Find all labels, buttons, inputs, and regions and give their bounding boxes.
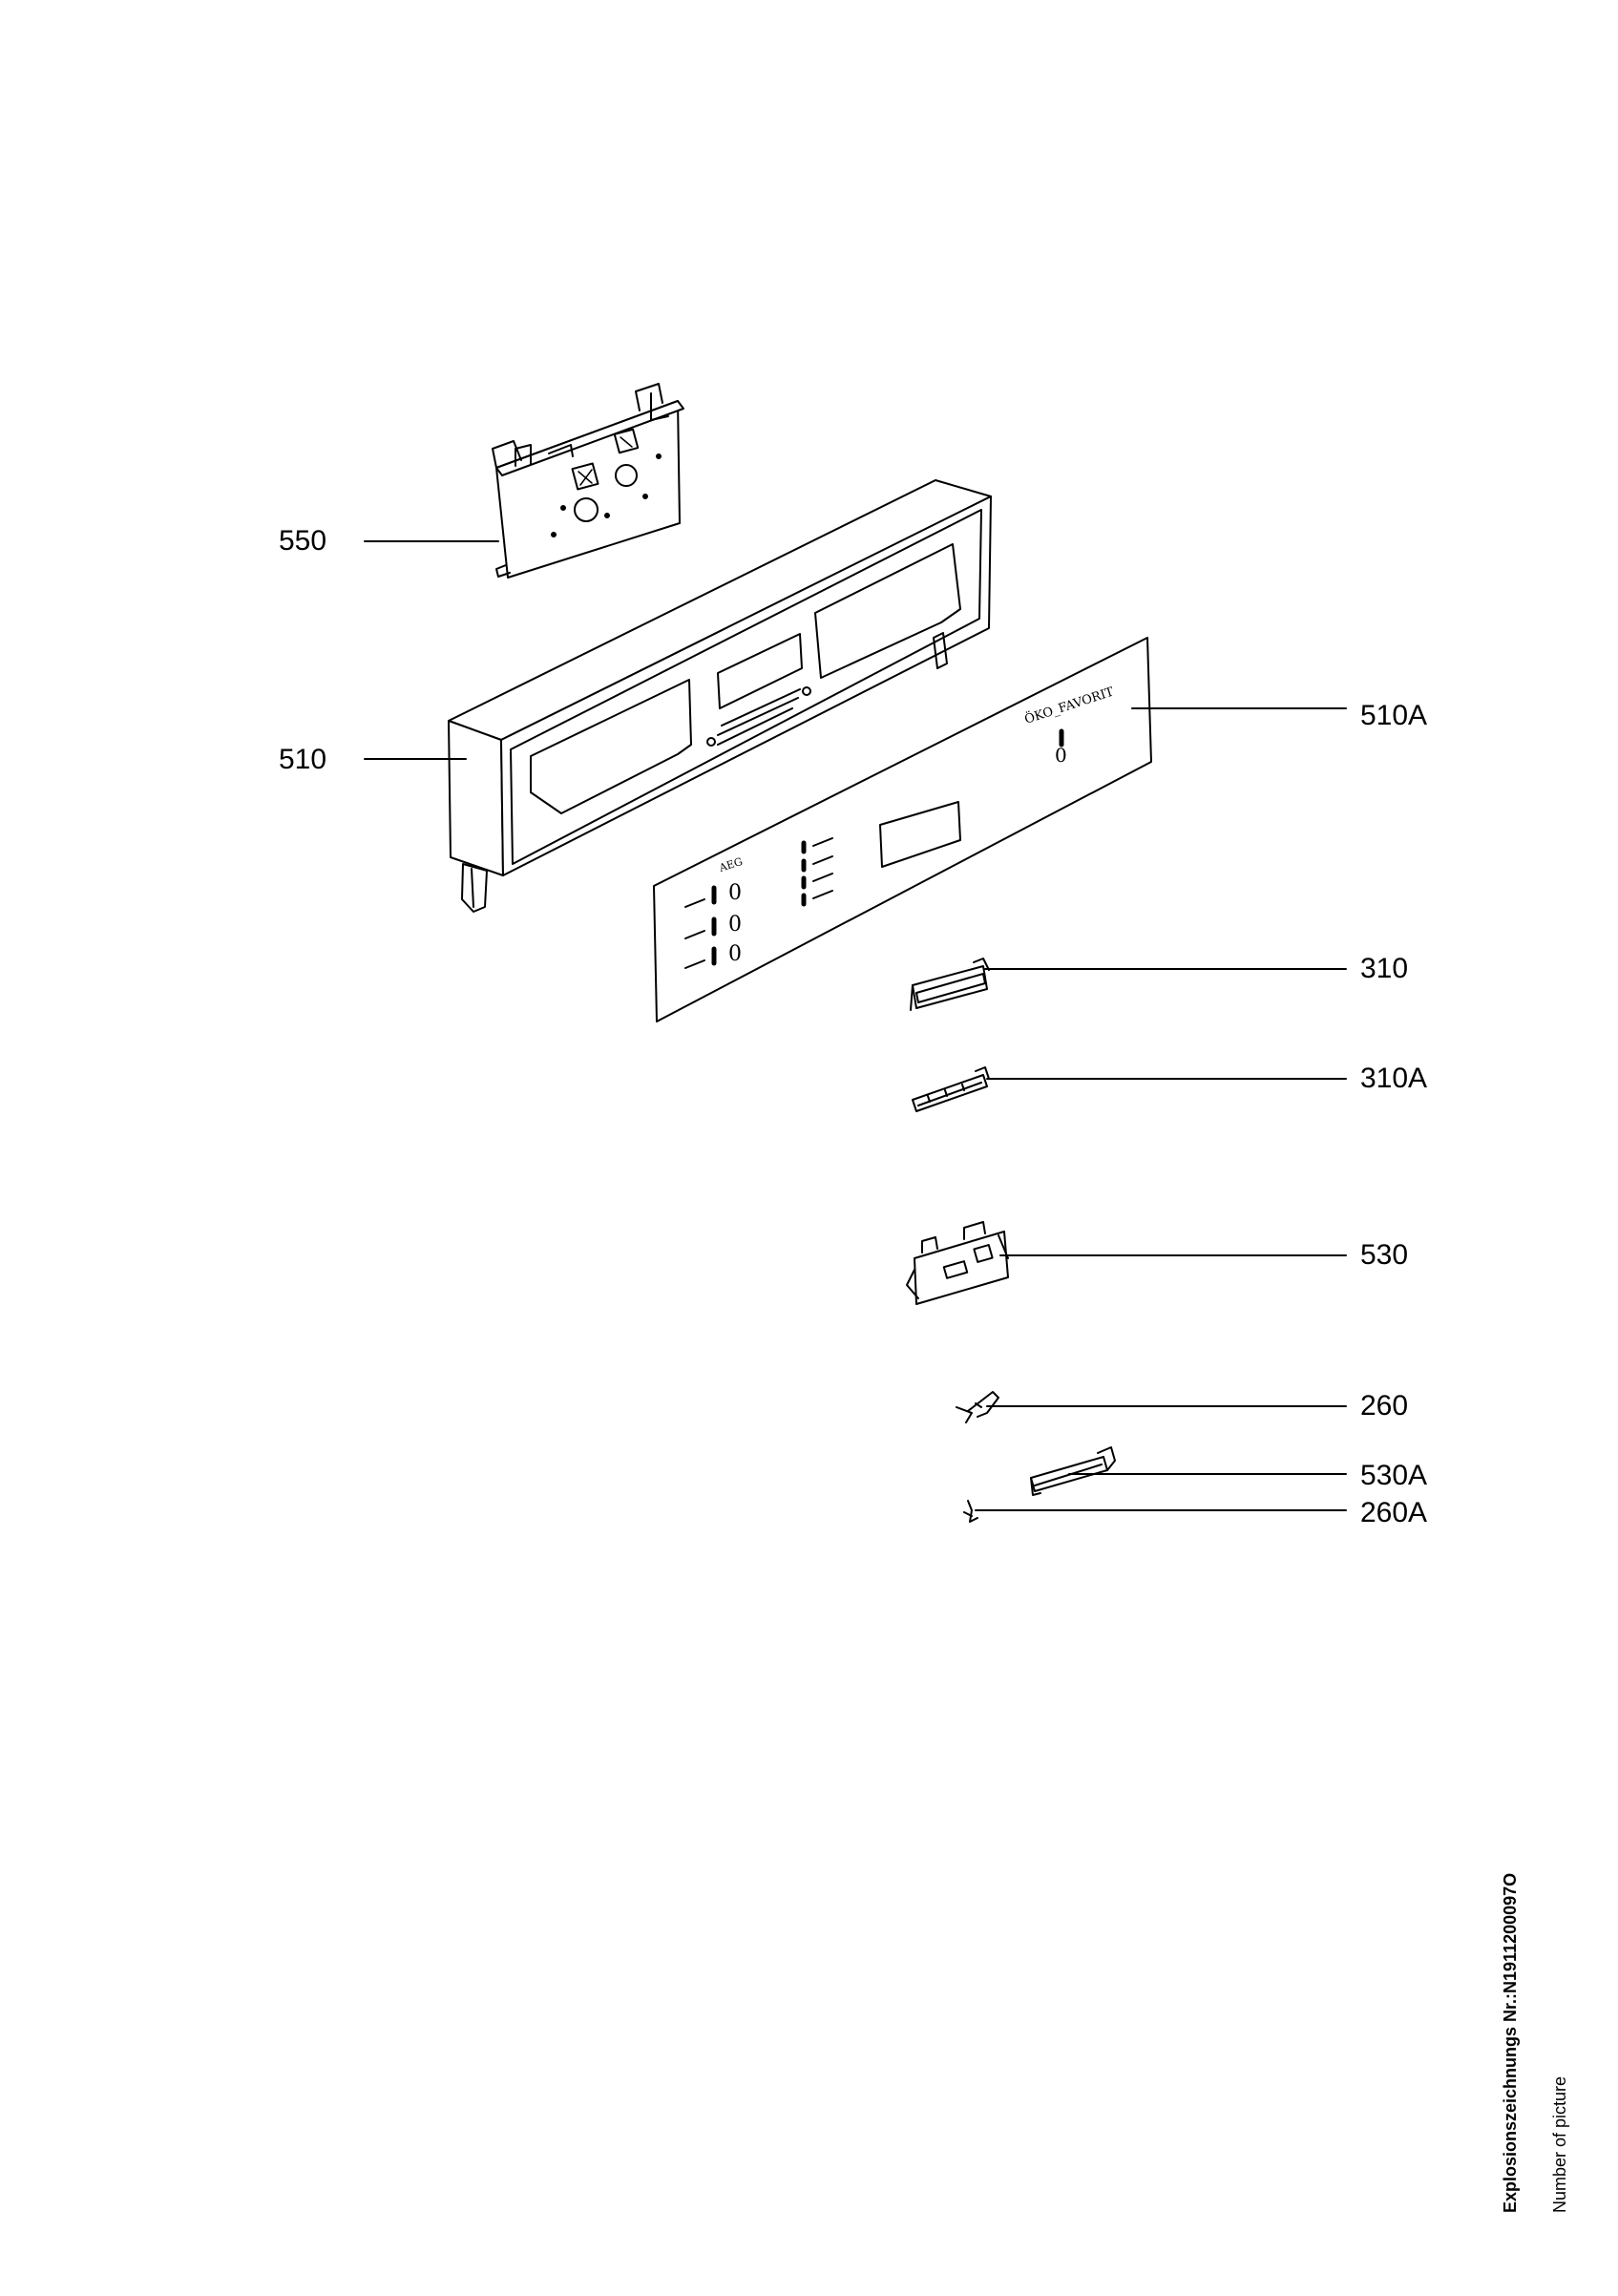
callout-310: 310 <box>1360 953 1409 984</box>
part-530 <box>906 1221 1009 1305</box>
part-260A-pin <box>963 1500 978 1523</box>
part-510-frame <box>448 479 992 913</box>
svg-text:0: 0 <box>728 913 742 937</box>
svg-text:0: 0 <box>1055 744 1067 767</box>
part-550-bracket <box>492 383 684 579</box>
svg-text:0: 0 <box>728 881 742 905</box>
callout-310A: 310A <box>1360 1063 1428 1094</box>
part-310A <box>912 1066 990 1112</box>
part-310 <box>910 958 990 1011</box>
callout-530: 530 <box>1360 1239 1409 1271</box>
callout-510: 510 <box>279 744 327 775</box>
callout-530A: 530A <box>1360 1460 1428 1491</box>
callout-510A: 510A <box>1360 700 1428 731</box>
part-530A <box>1030 1446 1116 1496</box>
svg-text:0: 0 <box>728 942 742 966</box>
panel-button-row: 0 0 0 <box>684 881 742 969</box>
callout-260A: 260A <box>1360 1497 1428 1528</box>
callout-260: 260 <box>1360 1390 1409 1422</box>
panel-indicator-column <box>801 837 833 907</box>
number-of-picture-label: Number of picture <box>1550 2075 1569 2213</box>
part-260-clip <box>956 1391 999 1423</box>
callout-550: 550 <box>279 525 327 557</box>
drawing-number: Explosionszeichnungs Nr.:N1911200097O <box>1501 1872 1520 2213</box>
